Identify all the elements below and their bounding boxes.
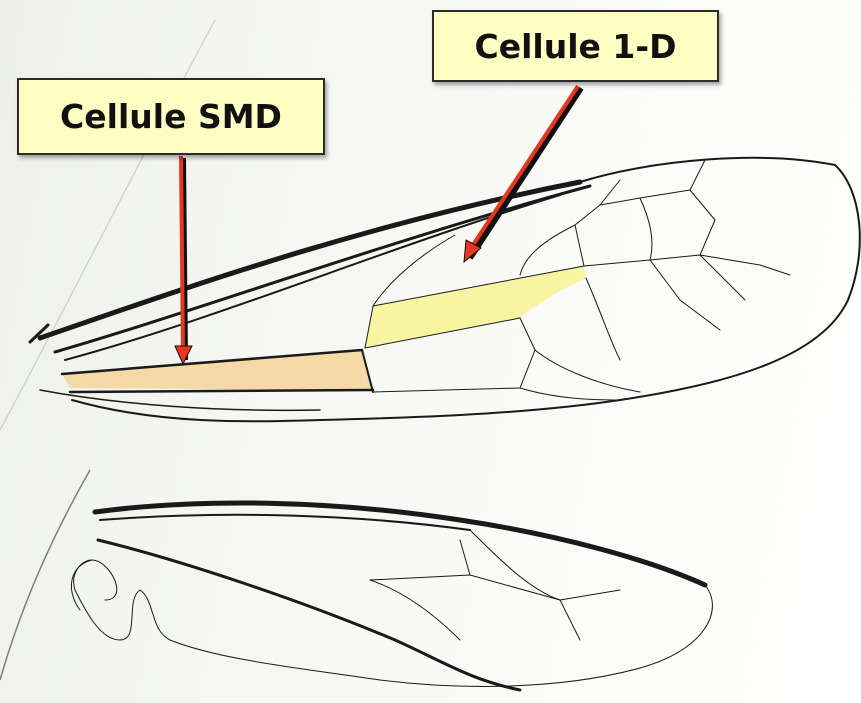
cell-1d-label: Cellule 1-D <box>432 10 719 82</box>
hindwing <box>71 503 712 690</box>
decorative-curve <box>0 470 90 680</box>
cell-1d-label-text: Cellule 1-D <box>475 30 677 63</box>
arrow-cell-1d <box>464 86 581 262</box>
cell-smd-label: Cellule SMD <box>17 78 325 155</box>
arrow-cell-smd <box>175 156 192 364</box>
forewing <box>30 158 860 421</box>
cell-1d-fill <box>365 266 586 348</box>
cell-smd-label-text: Cellule SMD <box>60 100 282 133</box>
